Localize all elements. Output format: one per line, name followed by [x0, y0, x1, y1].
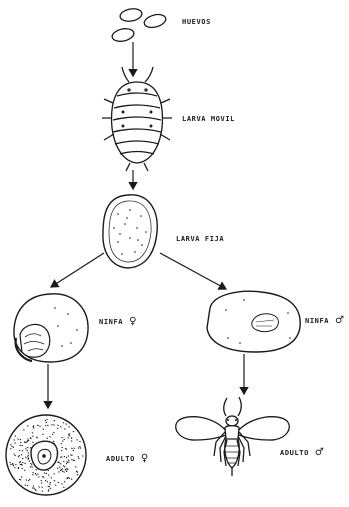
label-huevos: HUEVOS — [182, 18, 211, 26]
label-adulto-male-text: ADULTO — [280, 449, 309, 457]
male-symbol: ♂ — [335, 315, 345, 326]
eggs-illustration — [111, 7, 167, 43]
label-ninfa-female: NINFA ♀ — [99, 318, 137, 326]
male-nymph-illustration — [207, 291, 300, 352]
female-symbol: ♀ — [129, 316, 137, 327]
male-symbol: ♂ — [315, 447, 325, 458]
label-adulto-female-text: ADULTO — [106, 455, 135, 463]
female-adult-illustration — [6, 415, 86, 495]
male-adult-illustration — [176, 397, 290, 476]
label-adulto-male: ADULTO ♂ — [280, 449, 324, 457]
label-larva-movil-text: LARVA MOVIL — [182, 115, 235, 123]
label-larva-fija-text: LARVA FIJA — [176, 235, 224, 243]
arrow-fixed-to-female-nymph — [51, 253, 104, 287]
label-larva-movil: LARVA MOVIL — [182, 115, 235, 123]
fixed-larva-illustration — [103, 195, 157, 268]
female-symbol: ♀ — [141, 453, 149, 464]
mobile-larva-illustration — [102, 67, 172, 171]
label-huevos-text: HUEVOS — [182, 18, 211, 26]
arrow-fixed-to-male-nymph — [160, 253, 226, 289]
label-ninfa-male-text: NINFA — [305, 317, 329, 325]
label-ninfa-female-text: NINFA — [99, 318, 123, 326]
label-adulto-female: ADULTO ♀ — [106, 455, 149, 463]
female-nymph-illustration — [14, 294, 88, 362]
label-ninfa-male: NINFA ♂ — [305, 317, 345, 325]
label-larva-fija: LARVA FIJA — [176, 235, 224, 243]
